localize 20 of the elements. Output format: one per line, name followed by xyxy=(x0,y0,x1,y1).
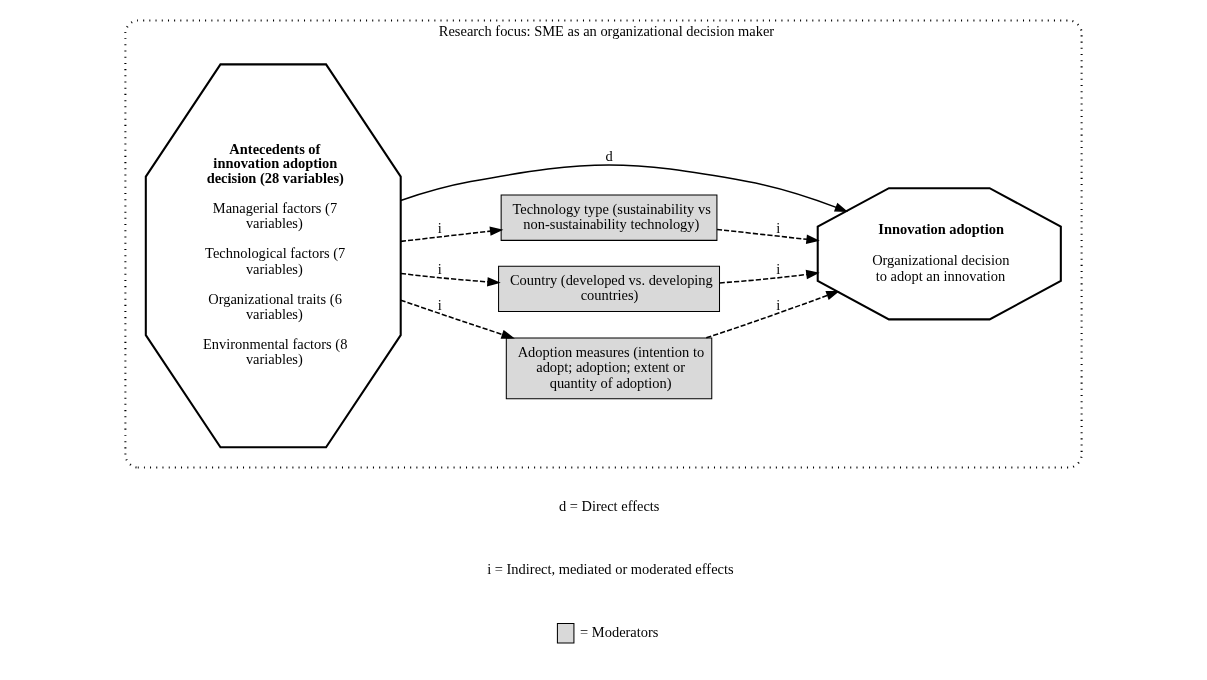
edge-label: i xyxy=(776,296,781,313)
node-box: Country (developed vs. developing countries) xyxy=(498,265,720,313)
legend-label: = Moderators xyxy=(580,624,659,641)
node-box: Adoption measures (intention to adopt; adoption; extent or quantity of adoption) xyxy=(505,337,713,400)
node-box: Technology type (sustainability vs non-sustainability technology) xyxy=(500,194,718,241)
edge-label: i xyxy=(437,296,442,313)
edge-label: i xyxy=(437,260,442,277)
arrow xyxy=(400,272,501,287)
arrow xyxy=(399,299,515,339)
edge-label: i xyxy=(776,220,781,237)
edge-label: i xyxy=(437,220,442,237)
arrow xyxy=(718,269,820,284)
arrow xyxy=(400,226,504,243)
arrow xyxy=(716,228,820,244)
edge-label: i xyxy=(776,260,781,277)
label: d = Direct effects xyxy=(558,497,660,514)
arrow xyxy=(705,290,840,339)
arrow xyxy=(399,164,849,213)
label: i = Indirect, mediated or moderated effects xyxy=(487,560,734,577)
edge-label: d xyxy=(605,148,613,165)
